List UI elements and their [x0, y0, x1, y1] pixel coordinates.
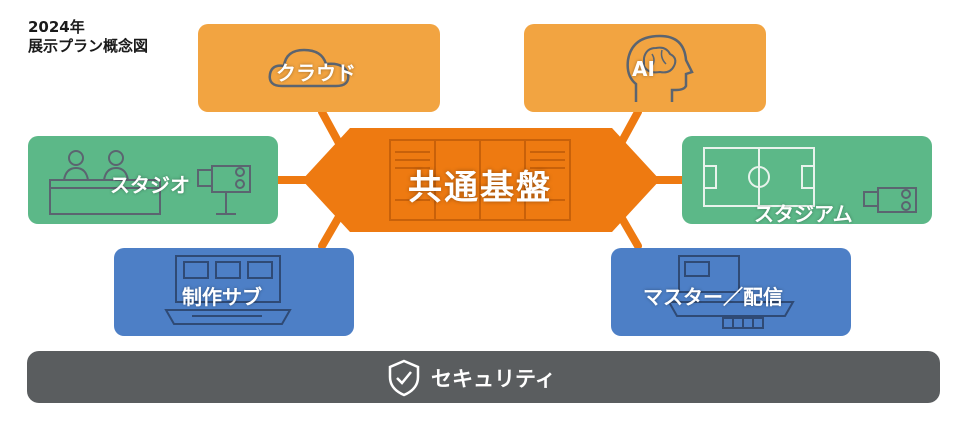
node-master: マスター／配信 [611, 248, 851, 336]
link-ai [616, 108, 642, 149]
link-production-sub [318, 211, 344, 250]
shield-icon [388, 359, 420, 397]
studio-desk-camera-icon [49, 150, 251, 215]
node-stadium: スタジアム [682, 136, 932, 226]
hub-label: 共通基盤 [408, 168, 552, 208]
control-console-icon [164, 255, 292, 325]
heading-title: 展示プラン概念図 [28, 37, 149, 55]
security-bar: セキュリティ [27, 351, 940, 403]
link-cloud [318, 108, 344, 149]
server-rack-icon [389, 139, 571, 221]
head-brain-icon [626, 34, 694, 102]
link-master [616, 211, 642, 250]
stadium-field-camera-icon [703, 147, 917, 213]
node-production-sub: 制作サブ [114, 248, 354, 336]
master-console-icon [667, 255, 795, 329]
stadium-label: スタジアム [754, 202, 853, 226]
diagram-heading: 2024年 展示プラン概念図 [28, 18, 148, 56]
node-ai: AI [524, 24, 766, 112]
master-label: マスター／配信 [643, 285, 783, 309]
heading-year: 2024年 [28, 18, 85, 36]
node-cloud: クラウド [198, 24, 440, 112]
studio-label: スタジオ [110, 173, 190, 197]
cloud-label: クラウド [276, 61, 356, 85]
security-label: セキュリティ [431, 367, 556, 391]
cloud-icon [268, 48, 350, 88]
node-studio: スタジオ [28, 136, 278, 224]
production-sub-label: 制作サブ [182, 285, 262, 309]
ai-label: AI [632, 57, 655, 81]
